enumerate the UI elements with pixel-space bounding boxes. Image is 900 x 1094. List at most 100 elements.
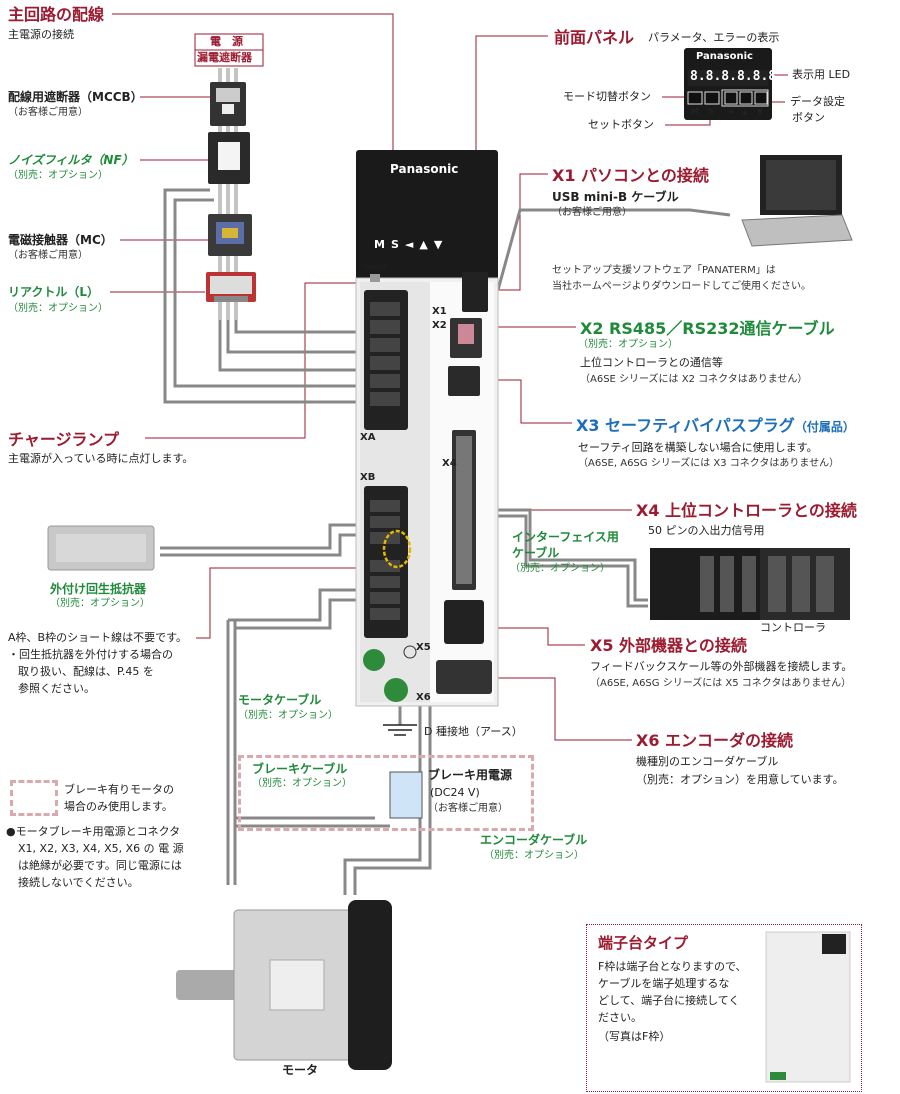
mccb-sub: （お客様ご用意）: [8, 107, 88, 118]
driver-keys: MS◄▲▼: [374, 238, 448, 252]
x5-note: （A6SE, A6SG シリーズには X5 コネクタはありません）: [590, 678, 852, 689]
terminal-l4: ださい。: [598, 1011, 642, 1024]
motor-cable-sub: （別売：オプション）: [238, 710, 338, 721]
mc-label: 電磁接触器（MC）: [8, 233, 113, 247]
x3-note: （A6SE, A6SG シリーズには X3 コネクタはありません）: [578, 458, 840, 469]
brake-note-l1: ●モータブレーキ用電源とコネクタ: [6, 825, 181, 838]
mc-sub: （お客様ご用意）: [8, 250, 88, 261]
x1-sub: （お客様ご用意）: [552, 207, 632, 218]
driver-charge-text: CHARGE: [362, 264, 388, 271]
regen-sub: （別売：オプション）: [50, 598, 150, 609]
x1-cable: USB mini-B ケーブル: [552, 190, 679, 204]
controller-label: コントローラ: [760, 621, 826, 634]
leak-breaker-label: 漏電遮断器: [197, 51, 252, 64]
motor-device: [176, 900, 392, 1070]
mccb-label: 配線用遮断器（MCCB）: [8, 90, 143, 104]
x3-tag: （付属品）: [794, 420, 855, 434]
contactor-device: [208, 214, 252, 256]
leader-regen-note: [196, 567, 380, 639]
short-wire-marker: [382, 529, 412, 569]
regen-note2: ・回生抵抗器を外付けする場合の: [8, 648, 173, 661]
leader-x3: [480, 379, 572, 424]
terminal-title: 端子台タイプ: [598, 934, 689, 952]
brake-power-sub: （お客様ご用意）: [428, 803, 508, 814]
led-display: 8.8.8.8.8.8.: [690, 69, 784, 84]
x3-title: X3 セーフティバイパスプラグ（付属品）: [576, 416, 855, 436]
panel-brand: Panasonic: [696, 51, 753, 62]
key-left-label: ◄: [727, 107, 734, 116]
x6-desc1: 機種別のエンコーダケーブル: [636, 755, 779, 768]
terminal-l2: ケーブルを端子処理するな: [598, 977, 730, 990]
nf-sub: （別売：オプション）: [8, 170, 108, 181]
legend-line2: 場合のみ使用します。: [64, 800, 173, 813]
x6-desc2: （別売：オプション）を用意しています。: [636, 773, 844, 786]
mode-button-label: モード切替ボタン: [563, 90, 651, 103]
key-up-label: ▲: [742, 107, 749, 116]
terminal-driver-photo: [765, 931, 851, 1083]
brake-cable-label: ブレーキケーブル: [252, 762, 348, 776]
x2-desc: 上位コントローラとの通信等: [580, 356, 723, 369]
data-button-label2: ボタン: [792, 111, 825, 124]
brake-note-l2: X1, X2, X3, X4, X5, X6 の 電 源: [18, 842, 184, 855]
key-s-label: S: [708, 107, 714, 116]
leader-x6: [492, 677, 632, 741]
mccb-device: [210, 82, 246, 126]
legend-line1: ブレーキ有りモータの: [64, 783, 174, 796]
x4-cable1: インターフェイス用: [512, 530, 619, 544]
motor-cable-label: モータケーブル: [238, 693, 322, 707]
power-label: 電 源: [210, 35, 243, 48]
driver-x6: X6: [416, 692, 431, 703]
driver-xa: XA: [360, 432, 376, 443]
encoder-cable-sub: （別売：オプション）: [484, 850, 584, 861]
terminal-l5: （写真はF枠）: [598, 1030, 671, 1043]
regen-note1: A枠、B枠のショート線は不要です。: [8, 631, 187, 644]
brake-power-v: (DC24 V): [430, 786, 480, 799]
main-circuit-title: 主回路の配線: [8, 5, 105, 24]
leader-x1: [494, 173, 548, 291]
x2-note: （A6SE シリーズには X2 コネクタはありません）: [580, 374, 808, 385]
x1-title: X1 パソコンとの接続: [552, 166, 709, 185]
driver-x1: X1: [432, 306, 447, 317]
regen-note4: 参照ください。: [18, 682, 95, 695]
noise-filter-device: [208, 132, 250, 184]
front-panel-sub: パラメータ、エラーの表示: [648, 31, 780, 44]
driver-x2: X2: [432, 320, 447, 331]
brake-power-label: ブレーキ用電源: [428, 768, 513, 782]
regen-resistor-device: [47, 525, 155, 571]
nf-label: ノイズフィルタ（NF）: [8, 153, 134, 167]
brake-cable-sub: （別売：オプション）: [252, 778, 352, 789]
set-button-label: セットボタン: [588, 118, 654, 131]
x4-cable-sub: （別売：オプション）: [510, 563, 610, 574]
terminal-type-box: [586, 924, 862, 1092]
reactor-sub: （別売：オプション）: [8, 303, 108, 314]
regen-label: 外付け回生抵抗器: [50, 582, 147, 596]
charge-lamp-sub: 主電源が入っている時に点灯します。: [8, 452, 194, 465]
x3-desc: セーフティ回路を構築しない場合に使用します。: [578, 441, 818, 454]
controller-device: [650, 548, 850, 620]
x1-note2: 当社ホームページよりダウンロードしてご使用ください。: [552, 281, 811, 292]
driver-brand: Panasonic: [390, 162, 459, 176]
ground-label: D 種接地（アース）: [424, 725, 523, 738]
laptop-device: [741, 155, 853, 247]
driver-x4: X4: [442, 458, 457, 469]
encoder-cable-label: エンコーダケーブル: [480, 833, 588, 847]
leader-front-panel: [475, 35, 548, 155]
driver-key-up: ▲: [419, 238, 434, 251]
regen-note3: 取り扱い、配線は、P.45 を: [18, 665, 154, 678]
charge-lamp-title: チャージランプ: [8, 430, 120, 449]
reactor-device: [206, 272, 256, 302]
x4-cable2: ケーブル: [512, 546, 560, 560]
driver-key-s: S: [390, 238, 405, 251]
key-down-label: ▼: [757, 107, 764, 116]
terminal-l1: F枠は端子台となりますので、: [598, 960, 747, 973]
driver-key-m: M: [374, 238, 391, 251]
x3-title-text: X3 セーフティバイパスプラグ: [576, 416, 795, 435]
x4-title: X4 上位コントローラとの接続: [636, 501, 857, 520]
driver-xb: XB: [360, 472, 376, 483]
brake-cable-box: [238, 755, 534, 831]
front-panel-title: 前面パネル: [554, 28, 635, 47]
data-button-label1: データ設定: [790, 95, 845, 108]
driver-x5: X5: [416, 642, 431, 653]
driver-key-down: ▼: [433, 238, 449, 251]
